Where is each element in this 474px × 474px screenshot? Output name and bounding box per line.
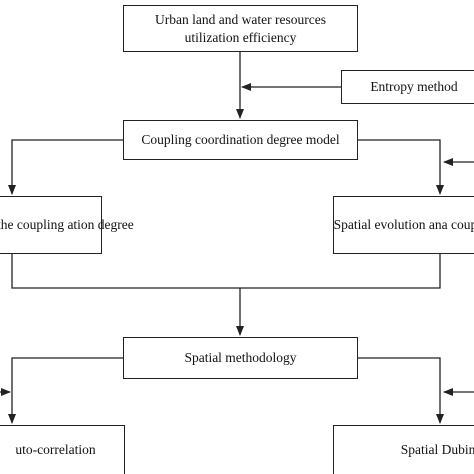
node-spatial-dubin-model: Spatial Dubin m (333, 425, 474, 474)
node-coupling-degree-analysis: lysis of the coupling ation degree (0, 196, 134, 254)
node-label: Spatial evolution ana coupling coordinat… (333, 217, 474, 232)
node-label: uto-correlation (15, 442, 96, 457)
node-label: Spatial methodology (184, 350, 297, 365)
node-label: Entropy method (370, 79, 458, 94)
node-auto-correlation: uto-correlation (0, 425, 125, 474)
node-label: lysis of the coupling ation degree (0, 217, 134, 232)
node-spatial-evolution-analysis: Spatial evolution ana coupling coordinat… (333, 196, 474, 254)
node-label: Coupling coordination degree model (141, 132, 340, 147)
edge-coupling-to-left-analysis (8, 139, 123, 195)
edge-spatial-to-dubin (358, 357, 444, 424)
edge-spatial-to-auto (8, 357, 123, 424)
edge-coupling-to-right-analysis (358, 139, 444, 195)
node-entropy-method: Entropy method (341, 70, 474, 104)
node-spatial-methodology: Spatial methodology (123, 337, 358, 379)
node-label: Spatial Dubin m (400, 442, 474, 457)
edge-left-analysis-down (11, 254, 441, 289)
node-coupling-coordination-model: Coupling coordination degree model (123, 120, 358, 160)
node-urban-land-water-efficiency: Urban land and water resources utilizati… (123, 5, 358, 52)
node-label: Urban land and water resources utilizati… (155, 11, 326, 45)
